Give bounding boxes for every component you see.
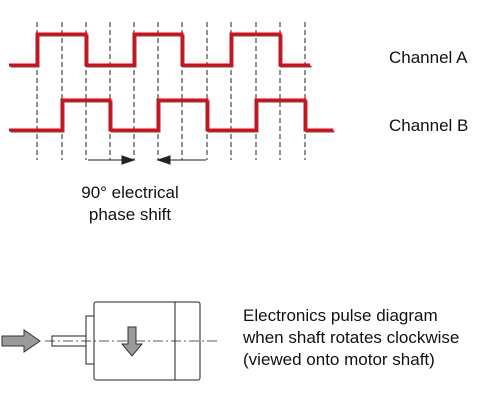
timing-gridlines bbox=[36, 22, 306, 160]
channel-a-label: Channel A bbox=[389, 48, 468, 67]
motor-flange bbox=[85, 315, 95, 365]
phase-shift-arrows bbox=[88, 155, 206, 165]
channel-b-waveform bbox=[9, 98, 335, 133]
arrowhead-right-icon bbox=[121, 155, 136, 165]
right-arrow-icon bbox=[1, 329, 41, 353]
phase-caption-line-2: phase shift bbox=[88, 205, 172, 224]
channel-a-signal bbox=[9, 32, 310, 67]
motor-caption-line-1: Electronics pulse diagram bbox=[243, 306, 438, 325]
channel-a-waveform bbox=[9, 32, 312, 68]
motor-caption: Electronics pulse diagram when shaft rot… bbox=[243, 305, 459, 371]
arrowhead-left-icon bbox=[156, 155, 171, 165]
phase-caption-line-1: 90° electrical bbox=[81, 183, 179, 202]
down-arrow-icon bbox=[120, 326, 144, 357]
channel-b-signal bbox=[9, 98, 333, 132]
channel-b-shadow bbox=[10, 100, 335, 133]
motor-caption-line-3: (viewed onto motor shaft) bbox=[243, 350, 435, 369]
channel-a-shadow bbox=[10, 34, 312, 68]
motor-caption-line-2: when shaft rotates clockwise bbox=[243, 328, 460, 347]
channel-b-label: Channel B bbox=[389, 116, 469, 135]
phase-shift-caption: 90° electrical phase shift bbox=[55, 182, 205, 226]
motor-drawing bbox=[45, 301, 220, 381]
